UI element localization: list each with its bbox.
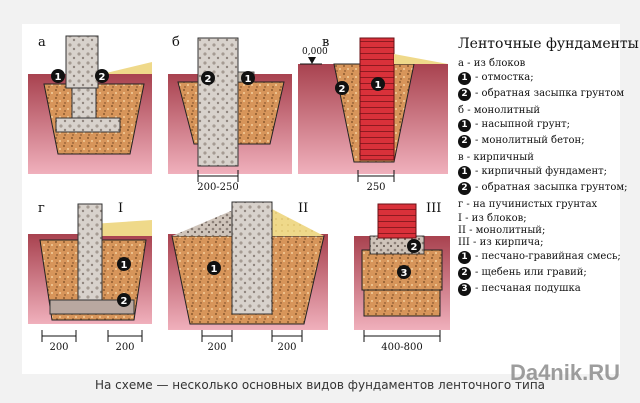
circle-label: 1 (55, 72, 62, 83)
sand-a (102, 62, 152, 74)
section-g-1: 1 2 200 200 г I (28, 201, 152, 353)
legend-item: 2 - обратная засыпка грунтом (458, 88, 628, 101)
legend-heading: а - из блоков (458, 58, 526, 69)
legend-heading: в - кирпичный (458, 152, 534, 163)
legend-item: 3 - песчаная подушка (458, 283, 628, 296)
level-label: 0,000 (302, 47, 328, 57)
legend-title: Ленточные фундаменты: (458, 36, 640, 52)
dim-r2a: 200 (207, 342, 226, 353)
legend-item: 2 - обратная засыпка грунтом; (458, 182, 628, 195)
section-label-i: I (118, 201, 123, 216)
block-a (65, 35, 99, 89)
legend-section-g: г - на пучинистых грунтах I - из блоков;… (458, 199, 628, 296)
legend-subline: II - монолитный; (458, 225, 546, 236)
circle-label: 2 (99, 72, 106, 83)
section-a: 1 2 а (28, 35, 152, 174)
legend-item-text: - монолитный бетон; (475, 135, 585, 146)
section-label-a: а (38, 35, 46, 50)
legend-item: 2 - монолитный бетон; (458, 135, 628, 148)
section-b: 2 1 200-250 б (168, 35, 292, 193)
num-circle: 2 (458, 88, 471, 101)
legend-item-text: - отмостка; (475, 72, 534, 83)
legend-item: 1 - песчано-гравийная смесь; (458, 251, 628, 264)
monolith-g2 (231, 201, 273, 315)
circle-label: 1 (211, 264, 218, 275)
dim-r2b: 200 (277, 342, 296, 353)
legend-item-text: - песчано-гравийная смесь; (475, 251, 621, 262)
dim-b: 200-250 (197, 182, 239, 193)
caption: На схеме — несколько основных видов фунд… (94, 378, 546, 392)
circle-label: 3 (401, 268, 408, 279)
legend-item-text: - насыпной грунт; (475, 119, 571, 130)
section-label-ii: II (298, 201, 308, 216)
circle-label: 2 (411, 242, 418, 253)
section-v: 0,000 2 1 250 в (298, 35, 448, 193)
foundation-diagram: 1 2 а 2 1 200-250 б 0,000 2 1 250 (22, 24, 640, 374)
num-circle: 1 (458, 251, 471, 264)
legend-item: 1 - насыпной грунт; (458, 119, 628, 132)
legend-item-text: - песчаная подушка (475, 283, 581, 294)
legend-item: 1 - кирпичный фундамент; (458, 166, 628, 179)
dim-g2: 200 (115, 342, 134, 353)
num-circle: 1 (458, 72, 471, 85)
brick-wall-v (359, 37, 395, 161)
legend: Ленточные фундаменты: а - из блоков 1 - … (458, 36, 640, 299)
legend-heading: г - на пучинистых грунтах (458, 199, 598, 210)
monolith-b (197, 37, 239, 167)
watermark: Da4nik.RU (509, 360, 620, 385)
legend-section-v: в - кирпичный 1 - кирпичный фундамент; 2… (458, 152, 628, 195)
circle-label: 1 (375, 80, 382, 91)
dim-g1: 200 (49, 342, 68, 353)
section-label-v: в (322, 35, 329, 50)
num-circle: 2 (458, 182, 471, 195)
legend-item-text: - кирпичный фундамент; (475, 166, 608, 177)
section-g-2: 1 200 200 II (168, 201, 328, 353)
dim-v: 250 (366, 182, 385, 193)
dim-r3: 400-800 (381, 342, 423, 353)
num-circle: 1 (458, 119, 471, 132)
diagram-svg: 1 2 а 2 1 200-250 б 0,000 2 1 250 (28, 35, 450, 353)
legend-subline: I - из блоков; (458, 213, 527, 224)
circle-label: 1 (121, 260, 128, 271)
legend-item-text: - щебень или гравий; (475, 267, 587, 278)
num-circle (51, 69, 65, 83)
num-circle (95, 69, 109, 83)
section-label-iii: III (426, 201, 441, 216)
num-circle: 2 (458, 267, 471, 280)
block-g1 (77, 203, 103, 315)
brick-g3 (377, 203, 417, 239)
circle-label: 2 (339, 84, 346, 95)
legend-subline: III - из кирпича; (458, 237, 544, 248)
section-label-g: г (38, 201, 45, 216)
circle-label: 1 (245, 74, 252, 85)
num-circle: 1 (458, 166, 471, 179)
legend-section-a: а - из блоков 1 - отмостка; 2 - обратная… (458, 58, 628, 101)
legend-item-text: - обратная засыпка грунтом; (475, 182, 628, 193)
section-g-3: 2 3 400-800 III (354, 201, 450, 353)
legend-item-text: - обратная засыпка грунтом (475, 88, 625, 99)
legend-section-b: б - монолитный 1 - насыпной грунт; 2 - м… (458, 105, 628, 148)
circle-label: 2 (205, 74, 212, 85)
legend-item: 2 - щебень или гравий; (458, 267, 628, 280)
legend-item: 1 - отмостка; (458, 72, 628, 85)
num-circle: 3 (458, 283, 471, 296)
section-label-b: б (172, 35, 180, 50)
legend-heading: б - монолитный (458, 105, 541, 116)
num-circle: 2 (458, 135, 471, 148)
circle-label: 2 (121, 296, 128, 307)
